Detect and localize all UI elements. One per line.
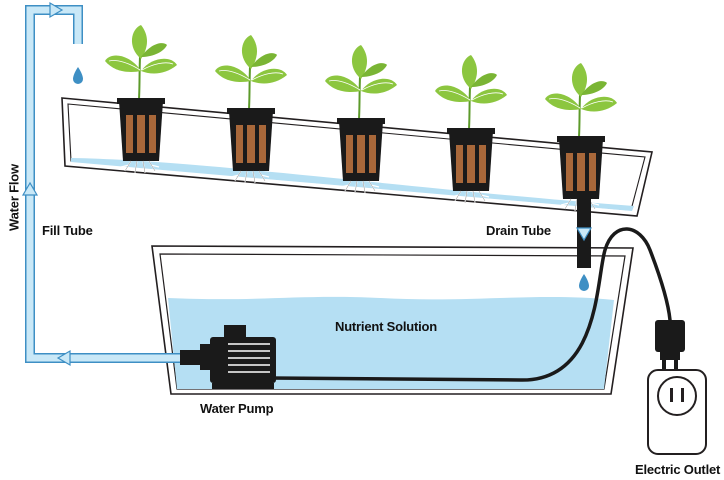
fill-tube bbox=[21, 1, 205, 367]
nutrient-solution-label: Nutrient Solution bbox=[335, 319, 438, 334]
drain-tube bbox=[575, 198, 593, 291]
power-cord bbox=[268, 227, 672, 382]
power-plug bbox=[655, 320, 685, 370]
electric-outlet-label: Electric Outlet bbox=[635, 462, 721, 477]
electric-outlet bbox=[647, 369, 707, 455]
water-drop-icon bbox=[579, 274, 589, 291]
flow-arrow-icon bbox=[49, 1, 64, 19]
drain-tube-label: Drain Tube bbox=[486, 223, 551, 238]
flow-arrow-icon bbox=[56, 349, 71, 367]
water-pump-label: Water Pump bbox=[200, 401, 274, 416]
fill-tube-label: Fill Tube bbox=[42, 223, 93, 238]
water-pump bbox=[180, 325, 276, 389]
flow-arrow-icon bbox=[575, 227, 593, 242]
water-flow-label: Water Flow bbox=[6, 164, 22, 231]
flow-arrow-icon bbox=[21, 181, 39, 196]
channel-water bbox=[71, 158, 634, 211]
nutrient-solution-water bbox=[168, 296, 614, 389]
water-drop-icon bbox=[73, 67, 83, 84]
